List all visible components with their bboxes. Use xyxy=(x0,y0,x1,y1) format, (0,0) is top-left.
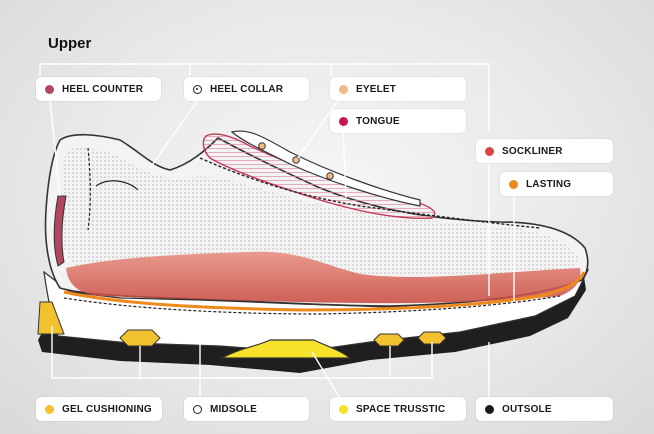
sockliner-text: SOCKLINER xyxy=(502,145,563,157)
label-sockliner: SOCKLINER xyxy=(476,139,613,163)
eyelet-panel xyxy=(230,130,421,207)
lasting-dot xyxy=(509,179,518,189)
lining-texture xyxy=(61,148,578,274)
space-trusstic-dot xyxy=(339,404,348,414)
midsole-dot xyxy=(193,404,202,414)
eyelet-2 xyxy=(292,156,300,164)
space-trusstic-shape xyxy=(219,339,352,359)
label-space-trusstic: SPACE TRUSSTIC xyxy=(330,397,466,421)
label-tongue: TONGUE xyxy=(330,109,466,133)
label-eyelet: EYELET xyxy=(330,77,466,101)
gel-pod-front-1 xyxy=(373,333,405,347)
lasting-line xyxy=(63,271,586,312)
eyelet-1 xyxy=(258,142,266,150)
lasting-text: LASTING xyxy=(526,178,572,190)
tongue-text: TONGUE xyxy=(356,115,400,127)
label-gel-cushioning: GEL CUSHIONING xyxy=(36,397,162,421)
outsole-text: OUTSOLE xyxy=(502,403,552,415)
upper-stitching xyxy=(199,157,541,229)
midsole-text: MIDSOLE xyxy=(210,403,257,415)
lasting-dashed xyxy=(63,295,561,315)
outsole-shape xyxy=(38,270,586,373)
sockliner-dot xyxy=(485,146,494,156)
diagram-title: Upper xyxy=(48,35,92,52)
eyelet-dot xyxy=(339,84,348,94)
upper-bracket xyxy=(39,63,490,132)
space-trusstic-text: SPACE TRUSSTIC xyxy=(356,403,446,415)
label-heel-collar: HEEL COLLAR xyxy=(184,77,309,101)
outsole-dot xyxy=(485,404,494,414)
heel-collar-dot xyxy=(193,84,202,94)
tongue-dot xyxy=(339,116,348,126)
heel-counter-text: HEEL COUNTER xyxy=(62,83,144,95)
sockliner-shape xyxy=(66,251,581,304)
gel-pod-rear xyxy=(119,329,161,347)
eyelet-text: EYELET xyxy=(356,83,397,95)
eyelet-3 xyxy=(326,172,334,180)
leader-lines xyxy=(49,95,515,399)
label-lasting: LASTING xyxy=(500,172,613,196)
heel-counter-shape xyxy=(53,195,67,267)
heel-counter-dot xyxy=(45,84,54,94)
gel-heel-shape xyxy=(37,301,65,335)
gel-cushioning-dot xyxy=(45,404,54,414)
collar-curve xyxy=(95,180,139,191)
label-heel-counter: HEEL COUNTER xyxy=(36,77,161,101)
gel-cushioning-text: GEL CUSHIONING xyxy=(62,403,152,415)
heel-stitching xyxy=(87,147,91,231)
label-outsole: OUTSOLE xyxy=(476,397,613,421)
gel-pod-front-2 xyxy=(417,331,447,345)
label-midsole: MIDSOLE xyxy=(184,397,309,421)
heel-collar-text: HEEL COLLAR xyxy=(210,83,284,95)
